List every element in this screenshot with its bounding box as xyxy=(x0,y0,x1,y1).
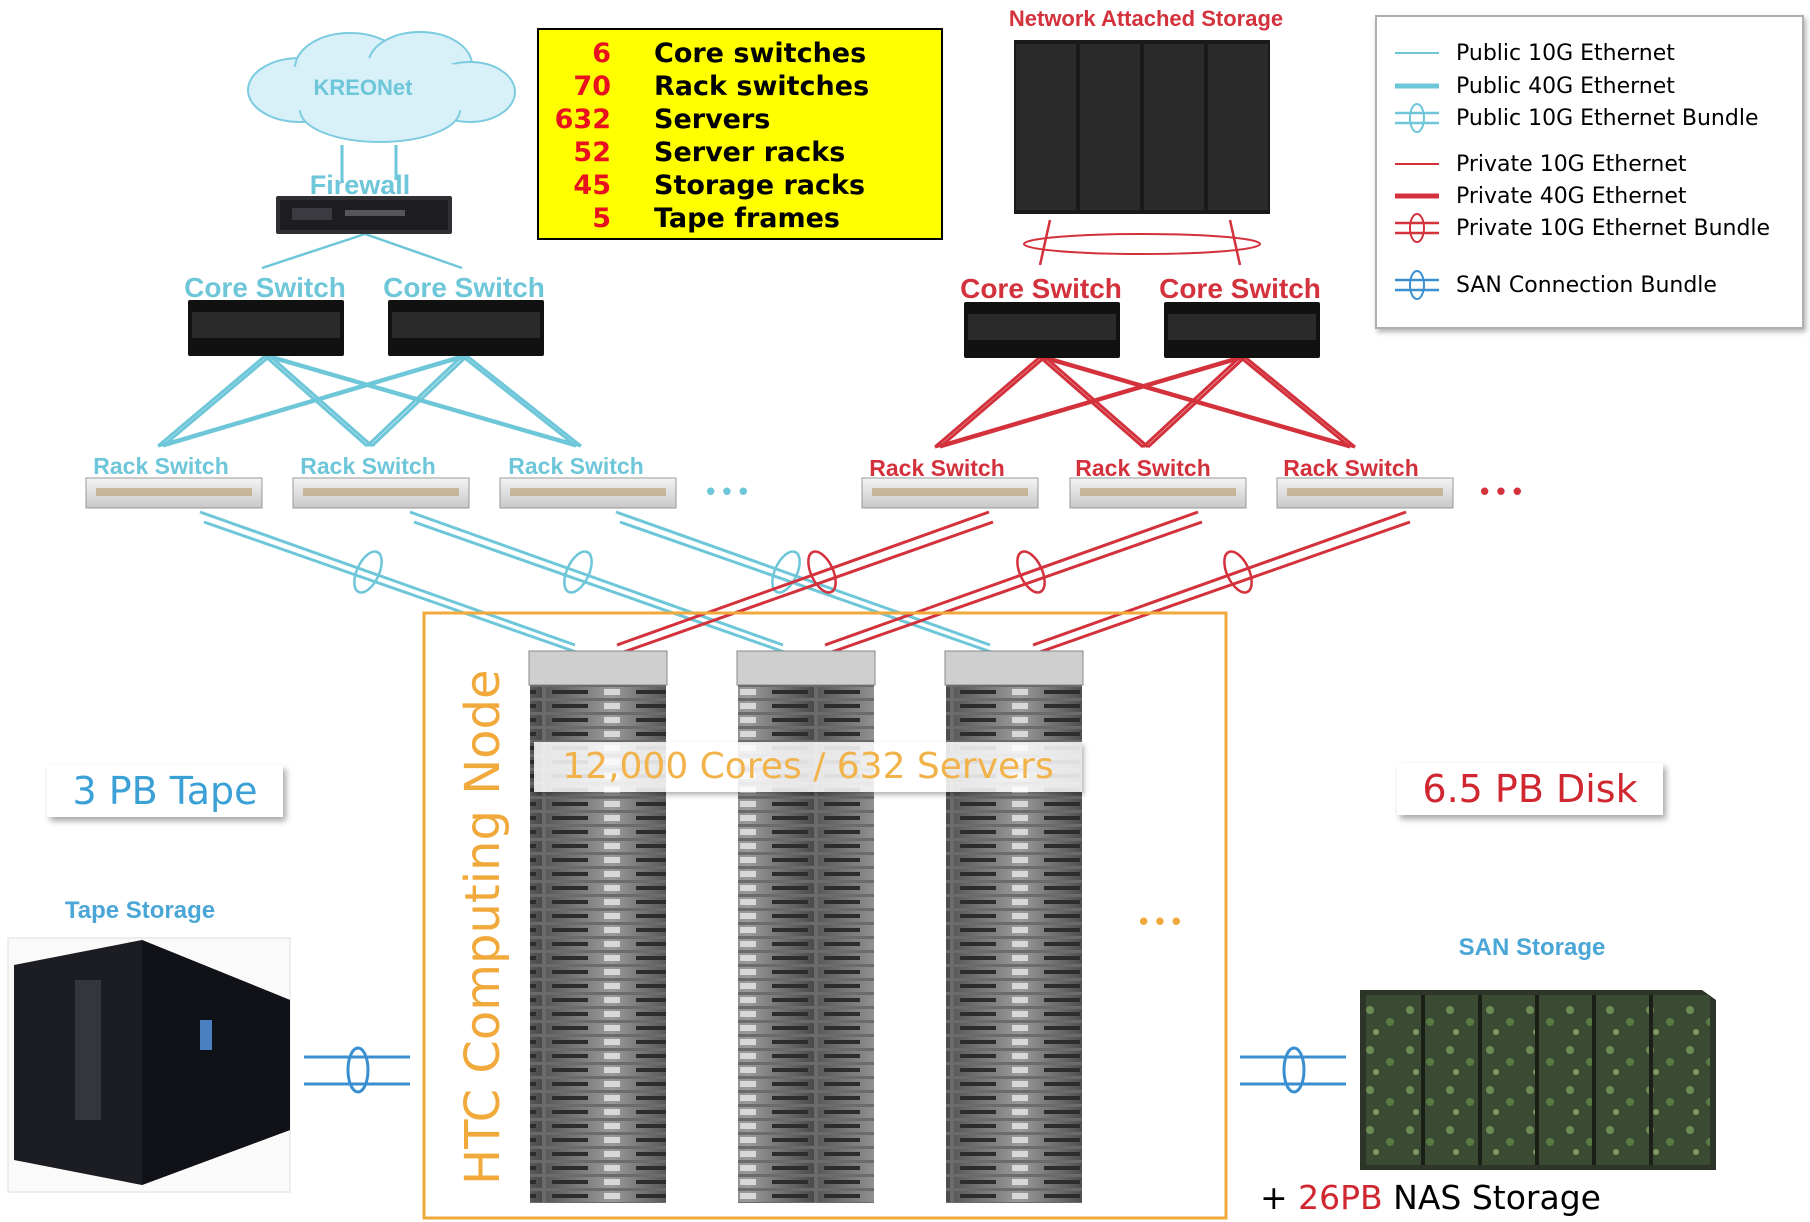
legend-label: Private 40G Ethernet xyxy=(1456,184,1687,209)
legend-label: Public 40G Ethernet xyxy=(1456,74,1675,99)
cores-servers-label: 12,000 Cores / 632 Servers xyxy=(534,742,1082,792)
htc-node-label: HTC Computing Node xyxy=(455,669,511,1185)
nas-title: Network Attached Storage xyxy=(1009,6,1283,31)
stat-label: Storage racks xyxy=(654,170,866,201)
nas-extra-suffix: NAS Storage xyxy=(1382,1178,1601,1217)
ellipsis-servers: • • • xyxy=(1139,906,1181,936)
htc-node-box xyxy=(422,611,1228,1220)
nas-device xyxy=(1014,40,1270,214)
tape-capacity-box: 3 PB Tape xyxy=(47,765,283,817)
legend-line-icon xyxy=(1395,103,1439,133)
disk-capacity-box: 6.5 PB Disk xyxy=(1397,763,1663,815)
stat-row: 5 Tape frames xyxy=(539,203,941,236)
disk-capacity: 6.5 PB Disk xyxy=(1422,767,1638,811)
rack-switch-label: Rack Switch xyxy=(1075,455,1211,481)
stat-number: 52 xyxy=(573,137,611,168)
rack-switch-label: Rack Switch xyxy=(93,453,229,479)
legend-label: Public 10G Ethernet Bundle xyxy=(1456,106,1759,131)
san-links xyxy=(304,1046,1346,1094)
stat-label: Core switches xyxy=(654,38,867,69)
rack-switch-label: Rack Switch xyxy=(869,455,1005,481)
nas-extra-prefix: + xyxy=(1260,1178,1299,1217)
legend-item: Public 10G Ethernet xyxy=(1377,37,1802,69)
private-rack-switches xyxy=(861,477,1454,509)
server-rack xyxy=(944,650,1084,1203)
legend-line-icon xyxy=(1395,163,1439,165)
legend-item: Private 10G Ethernet Bundle xyxy=(1377,212,1802,244)
tape-capacity: 3 PB Tape xyxy=(72,769,258,813)
kreonet-cloud: KREONet xyxy=(247,31,516,143)
legend-item: Public 10G Ethernet Bundle xyxy=(1377,102,1802,134)
ellipsis-private: • • • xyxy=(1480,476,1522,506)
legend-line-icon xyxy=(1395,270,1439,300)
stat-label: Server racks xyxy=(654,137,846,168)
stat-label: Tape frames xyxy=(654,203,840,234)
stat-label: Servers xyxy=(654,104,771,135)
public-links xyxy=(157,145,995,655)
stat-label: Rack switches xyxy=(654,71,870,102)
legend-line-icon xyxy=(1395,83,1439,89)
rack-switch-label: Rack Switch xyxy=(1283,455,1419,481)
public-core-switches xyxy=(188,300,544,356)
stat-number: 45 xyxy=(573,170,611,201)
rack-switch-label: Rack Switch xyxy=(508,453,644,479)
kreonet-label: KREONet xyxy=(313,75,413,100)
stat-row: 6 Core switches xyxy=(539,38,941,71)
legend-label: Private 10G Ethernet xyxy=(1456,152,1687,177)
nas-extra-amount: 26PB xyxy=(1298,1178,1383,1217)
san-storage-device xyxy=(1360,990,1716,1170)
legend-item: SAN Connection Bundle xyxy=(1377,269,1802,301)
stat-row: 70 Rack switches xyxy=(539,71,941,104)
server-rack xyxy=(528,650,668,1203)
stat-number: 70 xyxy=(573,71,611,102)
core-switch-label: Core Switch xyxy=(383,272,545,303)
stat-number: 6 xyxy=(592,38,611,69)
core-switch-label: Core Switch xyxy=(184,272,346,303)
stat-number: 5 xyxy=(592,203,611,234)
legend-item: Private 10G Ethernet xyxy=(1377,148,1802,180)
firewall-label: Firewall xyxy=(310,170,411,200)
legend-item: Private 40G Ethernet xyxy=(1377,180,1802,212)
legend-line-icon xyxy=(1395,193,1439,199)
stat-row: 45 Storage racks xyxy=(539,170,941,203)
tape-storage-label: Tape Storage xyxy=(65,897,215,924)
core-switch-label: Core Switch xyxy=(960,273,1122,304)
legend-item: Public 40G Ethernet xyxy=(1377,70,1802,102)
private-links xyxy=(616,219,1411,655)
legend-line-icon xyxy=(1395,52,1439,54)
stat-number: 632 xyxy=(554,104,611,135)
nas-extra-storage: + 26PB NAS Storage xyxy=(1260,1178,1601,1217)
firewall-device xyxy=(276,196,452,234)
stat-row: 52 Server racks xyxy=(539,137,941,170)
public-rack-switches xyxy=(85,477,677,509)
legend-label: SAN Connection Bundle xyxy=(1456,273,1717,298)
san-storage-label: SAN Storage xyxy=(1459,934,1606,961)
private-core-switches xyxy=(964,302,1320,358)
core-switch-label: Core Switch xyxy=(1159,273,1321,304)
server-rack xyxy=(736,650,876,1203)
rack-switch-label: Rack Switch xyxy=(300,453,436,479)
tape-storage-device xyxy=(7,937,291,1193)
legend-line-icon xyxy=(1395,213,1439,243)
stat-row: 632 Servers xyxy=(539,104,941,137)
ellipsis-public: • • • xyxy=(706,476,748,506)
legend-label: Public 10G Ethernet xyxy=(1456,41,1675,66)
legend-label: Private 10G Ethernet Bundle xyxy=(1456,216,1771,241)
